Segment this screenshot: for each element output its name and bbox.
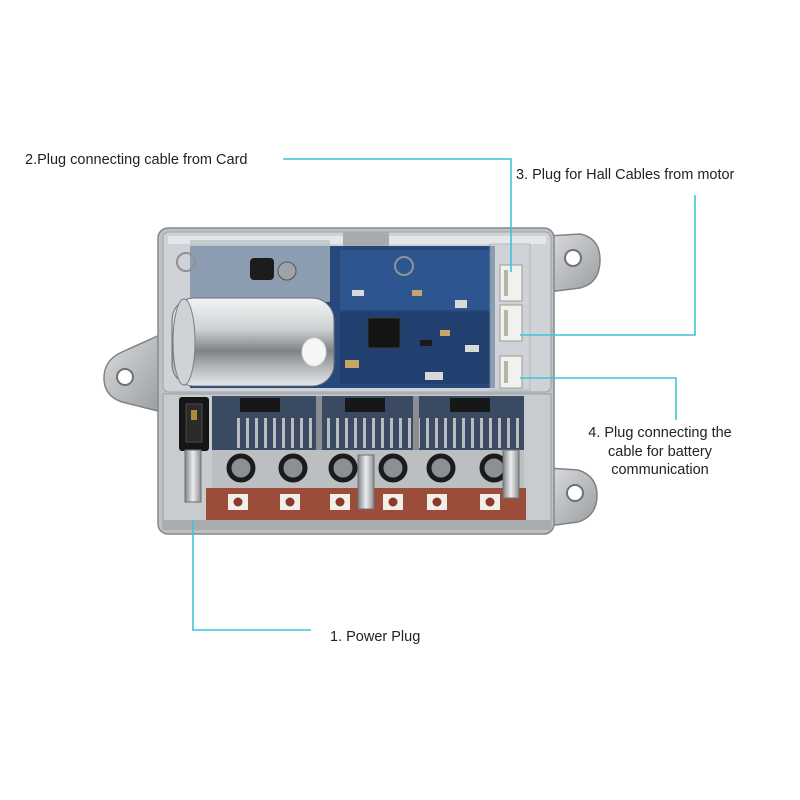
callout-label-hall-plug: 3. Plug for Hall Cables from motor xyxy=(516,167,735,183)
callout-line-battery-comm-plug xyxy=(520,377,677,420)
top-right-mounting-hole xyxy=(564,249,582,267)
terminal-ring xyxy=(226,453,256,483)
smd-component xyxy=(465,345,479,352)
terminal-pad-dot xyxy=(388,497,398,507)
smd-component xyxy=(455,300,467,308)
metal-clip xyxy=(502,449,520,499)
smd-component xyxy=(425,372,443,380)
terminal-pad-dot xyxy=(285,497,295,507)
smd-component xyxy=(345,360,359,368)
metal-clip xyxy=(357,454,375,510)
callout-line-hall-plug xyxy=(520,195,696,336)
round-component xyxy=(277,261,297,281)
left-mounting-hole xyxy=(116,368,134,386)
callout-line-power-plug xyxy=(192,520,311,631)
microcontroller-chip xyxy=(367,317,401,349)
housing-bottom-edge xyxy=(163,520,551,530)
terminal-ring xyxy=(278,453,308,483)
metal-clip xyxy=(184,449,202,503)
power-plug-slot xyxy=(185,403,203,443)
callout-label-battery-comm-plug-line: 4. Plug connecting the xyxy=(588,425,732,441)
callout-label-power-plug: 1. Power Plug xyxy=(330,629,420,645)
capacitor xyxy=(171,297,335,387)
terminal-pad-dot xyxy=(233,497,243,507)
terminal-pad-dot xyxy=(432,497,442,507)
callout-line-card-plug xyxy=(283,158,512,272)
terminal-pad-dot xyxy=(335,497,345,507)
glue-blob xyxy=(301,337,327,367)
terminal-pad-dot xyxy=(485,497,495,507)
terminal-ring xyxy=(378,453,408,483)
hall-cable-connector xyxy=(499,304,523,342)
battery-comm-connector xyxy=(499,355,523,389)
connector-pins xyxy=(504,270,508,296)
callout-label-battery-comm-plug-line: cable for battery xyxy=(608,444,713,460)
power-plug-contact xyxy=(191,410,197,420)
upper-case-notch xyxy=(343,232,389,246)
mosfet xyxy=(240,398,280,412)
inductor xyxy=(250,258,274,280)
terminal-ring xyxy=(328,453,358,483)
terminal-ring xyxy=(479,453,509,483)
smd-component xyxy=(352,290,364,296)
mosfet xyxy=(345,398,385,412)
mosfet xyxy=(450,398,490,412)
callout-label-battery-comm-plug-line: communication xyxy=(611,462,709,478)
bottom-right-mounting-hole xyxy=(566,484,584,502)
smd-component xyxy=(412,290,422,296)
capacitor-end xyxy=(172,298,196,386)
smd-component xyxy=(420,340,432,346)
smd-component xyxy=(440,330,450,336)
connector-pins xyxy=(504,310,508,336)
case-screw-hole xyxy=(394,256,414,276)
case-screw-hole xyxy=(176,252,196,272)
mosfet-pins xyxy=(232,418,522,448)
connector-pins xyxy=(504,361,508,383)
callout-label-card-plug: 2.Plug connecting cable from Card xyxy=(25,152,247,168)
terminal-ring xyxy=(426,453,456,483)
pcb-highlight xyxy=(340,250,490,310)
